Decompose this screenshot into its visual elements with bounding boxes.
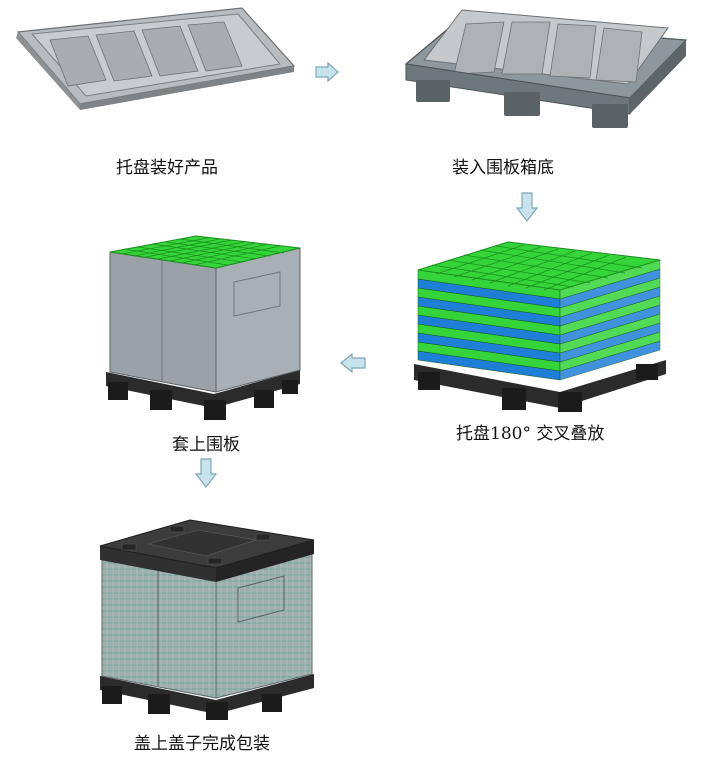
step-1-caption: 托盘装好产品 <box>116 158 218 178</box>
step-2-caption: 装入围板箱底 <box>452 158 554 178</box>
step-2-box-bottom-illustration <box>396 2 696 134</box>
arrow-right-icon <box>315 62 339 82</box>
step-1-tray-illustration <box>10 4 300 114</box>
arrow-left-icon <box>340 353 366 373</box>
step-5-complete-package-illustration <box>98 506 318 720</box>
step-3-caption: 托盘180° 交叉叠放 <box>456 424 605 444</box>
step-4-sleeve-illustration <box>104 232 304 422</box>
arrow-down-icon <box>195 458 217 488</box>
step-5-caption: 盖上盖子完成包装 <box>134 734 270 754</box>
step-4-caption: 套上围板 <box>172 435 240 455</box>
step-3-stacked-trays-illustration <box>410 232 670 414</box>
arrow-down-icon <box>516 192 538 222</box>
